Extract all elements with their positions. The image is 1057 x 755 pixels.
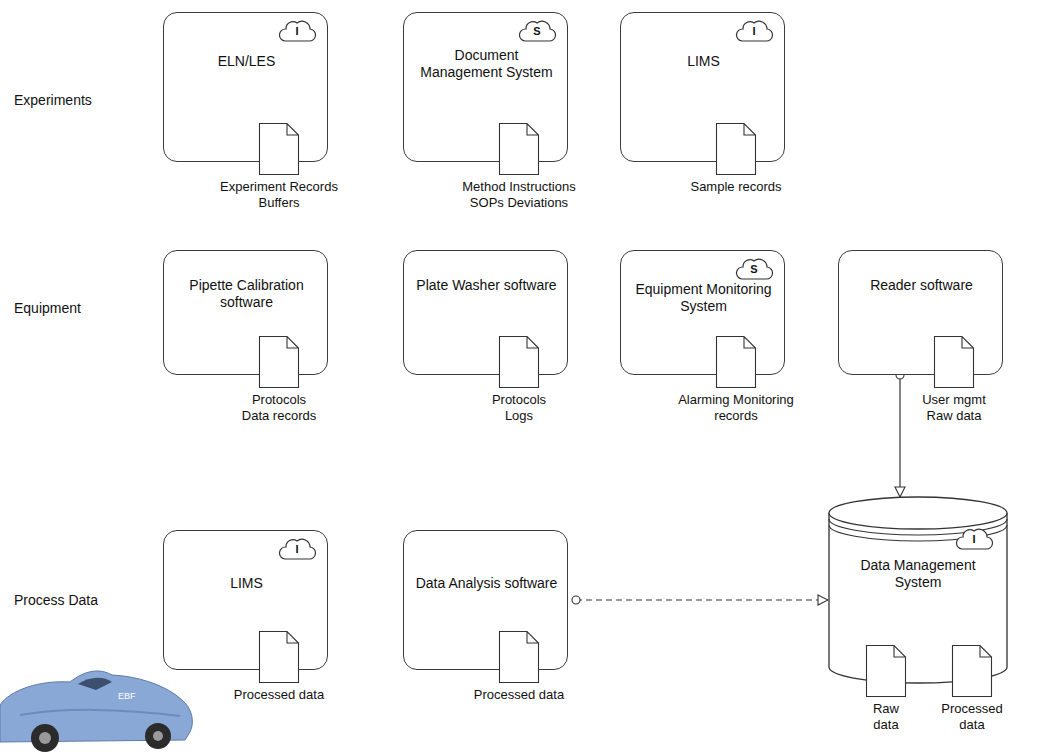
document-icon <box>259 336 299 388</box>
car-windscreen <box>78 678 112 690</box>
logo-text: EBF <box>118 688 136 705</box>
cloud-letter: I <box>954 533 994 546</box>
connector <box>899 375 900 497</box>
system-box: ELN/LESExperiment Records BuffersI <box>163 12 328 162</box>
document-icon <box>934 336 974 388</box>
data-caption: Alarming Monitoring records <box>676 392 796 424</box>
system-box: Plate Washer softwareProtocols Logs <box>403 250 568 375</box>
system-name: Reader software <box>849 277 994 294</box>
system-name: LIMS <box>631 53 776 70</box>
system-box: Equipment Monitoring SystemAlarming Moni… <box>620 250 785 375</box>
data-caption: Protocols Logs <box>487 392 552 424</box>
system-name: Pipette Calibration software <box>174 277 319 311</box>
system-name: Data Management System <box>838 557 998 591</box>
data-caption: Experiment Records Buffers <box>214 179 344 211</box>
system-box: LIMSProcessed dataI <box>163 530 328 670</box>
data-caption: Raw data <box>873 701 899 733</box>
document-icon <box>499 631 539 683</box>
document-icon <box>500 124 539 175</box>
system-name: Plate Washer software <box>414 277 559 294</box>
cloud-letter: S <box>734 263 774 276</box>
document-icon <box>716 336 756 388</box>
data-caption: Processed data <box>459 687 579 703</box>
row-label: Equipment <box>14 300 81 317</box>
car-shading <box>20 710 180 716</box>
system-name: Data Analysis software <box>414 575 559 592</box>
cloud-badge: I <box>277 17 317 43</box>
document-icon <box>499 336 539 388</box>
cloud-letter: I <box>734 25 774 38</box>
document-icon <box>259 123 299 175</box>
cloud-badge: S <box>734 255 774 281</box>
document-icon <box>260 337 299 388</box>
car-wheel <box>145 723 171 749</box>
document-icon <box>952 645 992 697</box>
cloud-badge: I <box>734 17 774 43</box>
system-box: Document Management SystemMethod Instruc… <box>403 12 568 162</box>
data-caption: Sample records <box>681 179 791 195</box>
system-name: LIMS <box>174 575 319 592</box>
connector <box>576 599 828 600</box>
cloud-letter: I <box>277 25 317 38</box>
document-icon <box>259 631 299 683</box>
document-icon <box>953 646 992 697</box>
database-cylinder: Data Management SystemRaw dataProcessed … <box>828 495 1008 685</box>
cloud-badge: S <box>517 17 557 43</box>
system-box: Reader softwareUser mgmt Raw data <box>838 250 1003 375</box>
cloud-letter: S <box>517 25 557 38</box>
system-name: Document Management System <box>414 47 559 81</box>
cloud-letter: I <box>277 543 317 556</box>
car-wheel <box>31 724 59 752</box>
document-icon <box>867 646 906 697</box>
data-caption: Processed data <box>941 701 1002 733</box>
document-icon <box>717 124 756 175</box>
cloud-badge: I <box>954 525 994 551</box>
data-caption: Processed data <box>219 687 339 703</box>
car-hub <box>39 732 51 744</box>
document-icon <box>260 632 299 683</box>
document-icon <box>716 123 756 175</box>
cylinder-top <box>829 497 1007 529</box>
data-caption: Method Instructions SOPs Deviations <box>457 179 582 211</box>
cloud-badge: I <box>277 535 317 561</box>
document-icon <box>499 123 539 175</box>
data-caption: User mgmt Raw data <box>919 392 989 424</box>
system-box: LIMSSample recordsI <box>620 12 785 162</box>
data-caption: Protocols Data records <box>237 392 322 424</box>
document-icon <box>866 645 906 697</box>
document-icon <box>500 632 539 683</box>
document-icon <box>935 337 974 388</box>
document-icon <box>500 337 539 388</box>
row-label: Process Data <box>14 592 98 609</box>
document-icon <box>717 337 756 388</box>
row-label: Experiments <box>14 92 92 109</box>
car-illustration <box>0 671 192 752</box>
document-icon <box>260 124 299 175</box>
system-name: Equipment Monitoring System <box>631 281 776 315</box>
system-box: Data Analysis softwareProcessed data <box>403 530 568 670</box>
system-name: ELN/LES <box>174 53 319 70</box>
car-hub <box>153 731 163 741</box>
system-box: Pipette Calibration softwareProtocols Da… <box>163 250 328 375</box>
